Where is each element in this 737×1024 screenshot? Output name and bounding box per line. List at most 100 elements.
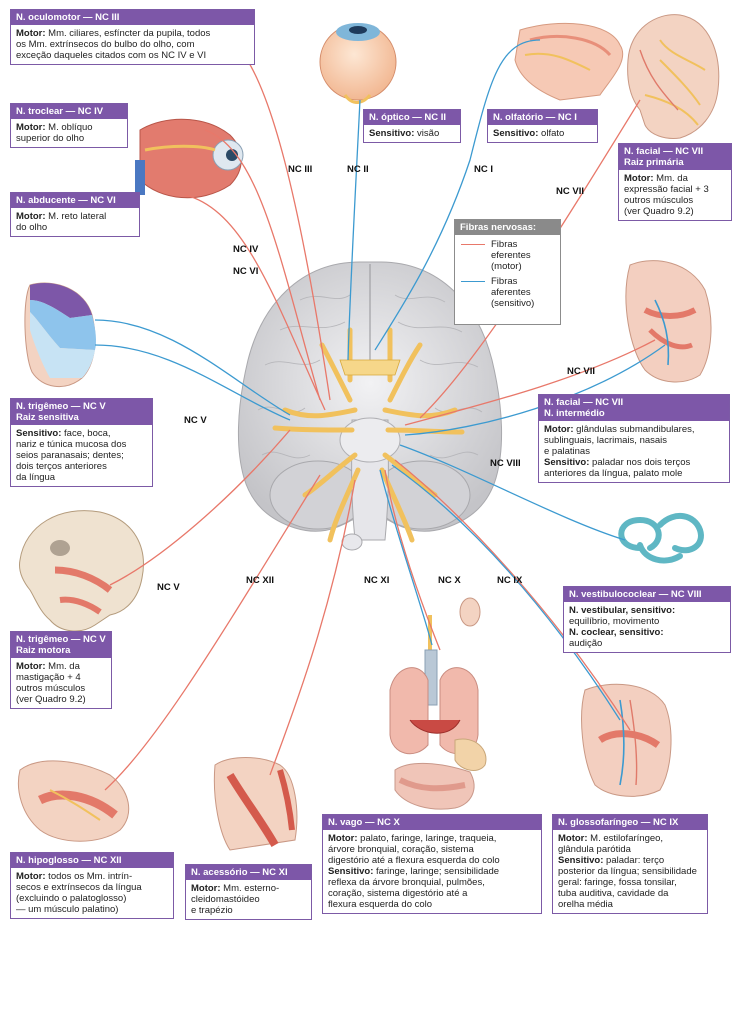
box-text-line: todos os Mm. intrín-: [45, 871, 133, 882]
neck-muscles-illustration: [213, 757, 298, 851]
box-title: N. hipoglosso — NC XII: [11, 853, 173, 868]
box-body: Motor: M. estilofaríngeo, glândula parót…: [553, 830, 707, 913]
box-text-line: Motor: M. reto lateral: [16, 211, 134, 222]
box-text-line: reflexa da árvore bronquial, pulmões,: [328, 877, 485, 888]
viscera-illustration: [389, 597, 487, 810]
box-text-line: posterior da língua; sensibilidade: [558, 866, 702, 877]
box-body: Sensitivo: visão: [364, 125, 460, 142]
box-body: Motor: palato, faringe, laringe, traquei…: [323, 830, 541, 913]
box-text-line: N. vestibular, sensitivo:: [569, 605, 725, 616]
label-nc7-mid: NC VII: [567, 366, 595, 377]
box-vago: N. vago — NC X Motor: palato, faringe, l…: [322, 814, 542, 914]
label-nc11: NC XI: [364, 575, 390, 586]
box-text-line: superior do olho: [16, 133, 85, 144]
box-text-line: e palatinas: [544, 446, 724, 457]
box-title: N. trigêmeo — NC V Raiz sensitiva: [11, 399, 152, 425]
fiber-nc6: [184, 194, 326, 411]
box-glossofaringeo: N. glossofaríngeo — NC IX Motor: M. esti…: [552, 814, 708, 914]
box-title: N. olfatório — NC I: [488, 110, 597, 125]
face-profile-illustration: [627, 14, 720, 139]
box-body: Motor: glândulas submandibulares, sublin…: [539, 421, 729, 482]
box-text-line: e trapézio: [191, 905, 233, 916]
box-title: N. óptico — NC II: [364, 110, 460, 125]
box-text-line: Motor: Mm. da: [16, 661, 106, 672]
label-nc3: NC III: [288, 164, 313, 175]
box-text-line: mastigação + 4: [16, 672, 106, 683]
box-text-bold: Sensitivo:: [369, 128, 415, 139]
efferent-fibers: [104, 44, 656, 791]
inner-ear-illustration: [618, 513, 704, 564]
box-body: Motor: Mm. da mastigação + 4 outros músc…: [11, 658, 111, 708]
box-text-line: audição: [569, 638, 725, 649]
pons: [339, 417, 401, 463]
box-text-line: (excluindo o palatoglosso): [16, 893, 127, 904]
box-text-line: flexura esquerda do colo: [328, 899, 536, 910]
box-troclear: N. troclear — NC IV Motor: M. oblíquo su…: [10, 103, 128, 148]
box-trigemeo-motora: N. trigêmeo — NC V Raiz motora Motor: Mm…: [10, 631, 112, 709]
box-text-line: coração, sistema digestório até a: [328, 888, 536, 899]
box-body: N. vestibular, sensitivo: equilíbrio, mo…: [564, 602, 730, 652]
skull-illustration: [19, 510, 144, 632]
fiber-legend: Fibras nervosas: Fibras eferentes (motor…: [454, 219, 561, 325]
box-text-line: Motor: palato, faringe, laringe, traquei…: [328, 833, 536, 844]
box-text-line: outros músculos: [624, 195, 694, 206]
box-text-line: dois terços anteriores: [16, 461, 107, 472]
legend-item-efferent: Fibras eferentes (motor): [455, 239, 560, 272]
box-text-line: posterior da língua; sensibilidade: [558, 866, 697, 877]
box-text-line: Sensitivo: paladar: terço: [558, 855, 702, 866]
box-title: N. vestibulococlear — NC VIII: [564, 587, 730, 602]
box-text-line: digestório até a flexura esquerda do col…: [328, 855, 536, 866]
nerve-roots: [272, 327, 465, 543]
box-text-line: (ver Quadro 9.2): [16, 694, 106, 705]
fiber-nc11: [269, 479, 356, 776]
box-text-line: geral: faringe, fossa tonsilar,: [558, 877, 702, 888]
legend-line: (sensitivo): [491, 298, 535, 309]
box-text-line: M. reto lateral: [45, 211, 107, 222]
box-text-bold: Sensitivo:: [544, 457, 590, 468]
box-vestibulococlear: N. vestibulococlear — NC VIII N. vestibu…: [563, 586, 731, 653]
box-text-line: expressão facial + 3: [624, 184, 709, 195]
box-body: Sensitivo: olfato: [488, 125, 597, 142]
box-text-line: glândulas submandibulares,: [573, 424, 695, 435]
fiber-nc8: [399, 444, 626, 541]
box-text-line: Mm. da: [653, 173, 688, 184]
box-facial-primaria: N. facial — NC VII Raiz primária Motor: …: [618, 143, 732, 221]
box-title: N. facial — NC VII Raiz primária: [619, 144, 731, 170]
box-text-line: orelha média: [558, 899, 702, 910]
box-text-line: outros músculos: [16, 683, 106, 694]
box-text-line: nariz e túnica mucosa dos: [16, 439, 147, 450]
box-text-line: Mm. ciliares, esfíncter da pupila, todos: [45, 28, 211, 39]
label-nc9: NC IX: [497, 575, 523, 586]
box-text-line: do olho: [16, 222, 48, 233]
fiber-nc4: [204, 129, 321, 401]
box-text-line: coração, sistema digestório até a: [328, 888, 468, 899]
box-title: N. oculomotor — NC III: [11, 10, 254, 25]
box-text-bold: Motor:: [16, 871, 46, 882]
box-text-bold: Motor:: [16, 211, 46, 222]
box-text-line: orelha média: [558, 899, 613, 910]
afferent-fibers: [94, 39, 666, 721]
box-text-line: tuba auditiva, cavidade da: [558, 888, 702, 899]
label-nc5-upper: NC V: [184, 415, 207, 426]
box-text-line: glândula parótida: [558, 844, 702, 855]
box-optico: N. óptico — NC II Sensitivo: visão: [363, 109, 461, 143]
box-text-line: N. intermédio: [544, 408, 605, 419]
box-text-line: nariz e túnica mucosa dos: [16, 439, 127, 450]
box-text-line: olfato: [538, 128, 565, 139]
box-text-line: da língua: [16, 472, 147, 483]
label-nc4: NC IV: [233, 244, 259, 255]
box-text-line: equilíbrio, movimento: [569, 616, 660, 627]
box-text-line: N. facial — NC VII: [624, 146, 704, 157]
legend-line: eferentes: [491, 250, 531, 261]
box-text-line: outros músculos: [16, 683, 86, 694]
box-abducente: N. abducente — NC VI Motor: M. reto late…: [10, 192, 140, 237]
legend-line: Fibras: [491, 239, 518, 250]
box-text-line: Sensitivo: olfato: [493, 128, 592, 139]
box-text-line: (excluindo o palatoglosso): [16, 893, 168, 904]
box-text-line: N. coclear, sensitivo:: [569, 627, 725, 638]
box-text-line: tuba auditiva, cavidade da: [558, 888, 669, 899]
box-text-line: paladar nos dois terços: [589, 457, 691, 468]
label-nc6: NC VI: [233, 266, 259, 277]
box-body: Motor: Mm. esterno- cleidomastóideo e tr…: [186, 880, 311, 919]
